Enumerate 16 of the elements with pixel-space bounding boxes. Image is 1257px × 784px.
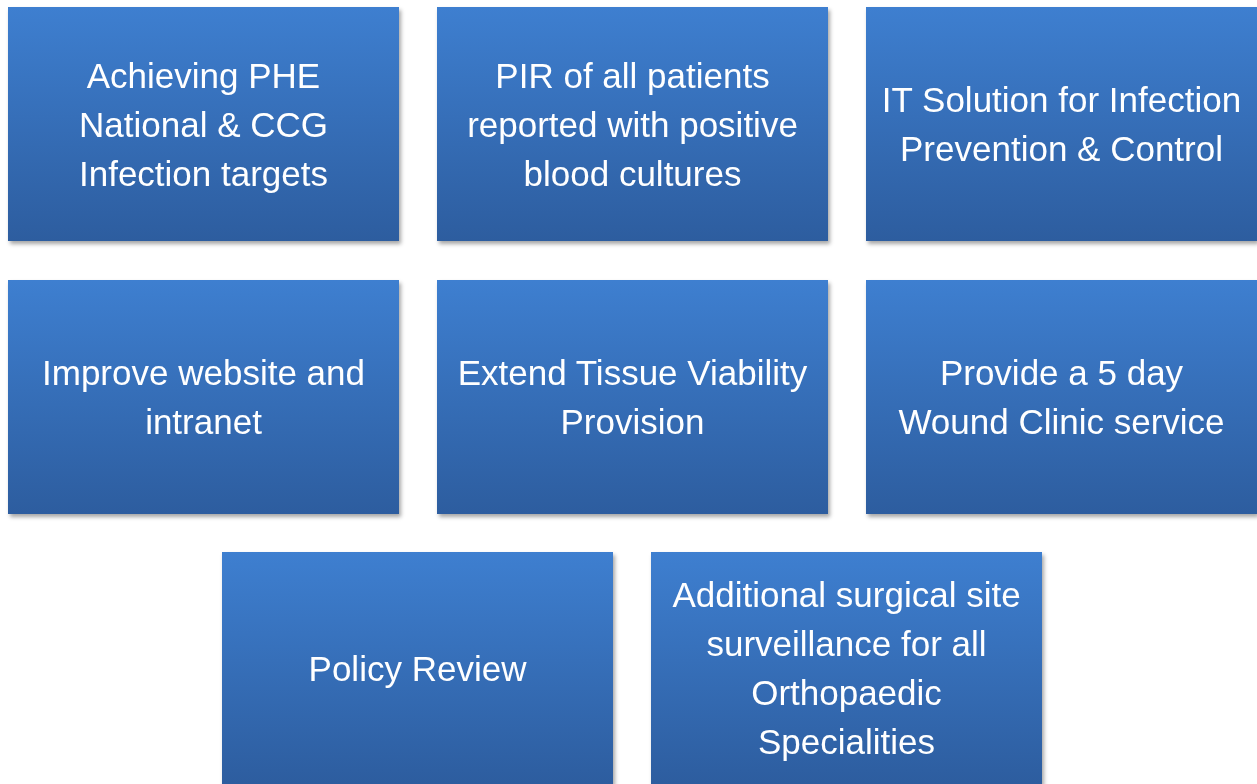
process-box bbox=[8, 7, 399, 241]
box-label: Additional surgical site surveillance for all Orthopaedic Specialities bbox=[671, 574, 1022, 763]
box-label: IT Solution for Infection Prevention & Control bbox=[880, 79, 1243, 170]
process-box bbox=[437, 280, 828, 514]
box-label: Achieving PHE National & CCG Infection targets bbox=[77, 54, 329, 195]
process-box bbox=[866, 7, 1257, 241]
process-box bbox=[8, 280, 399, 514]
box-label: Policy Review bbox=[308, 647, 527, 690]
box-label: Improve website and intranet bbox=[41, 352, 366, 443]
box-label: Provide a 5 day Wound Clinic service bbox=[897, 352, 1226, 443]
process-box bbox=[437, 7, 828, 241]
process-box bbox=[651, 552, 1042, 784]
box-label: Extend Tissue Viability Provision bbox=[456, 352, 809, 443]
box-label: PIR of all patients reported with positive blood cultures bbox=[466, 54, 799, 195]
process-box bbox=[866, 280, 1257, 514]
process-box bbox=[222, 552, 613, 784]
